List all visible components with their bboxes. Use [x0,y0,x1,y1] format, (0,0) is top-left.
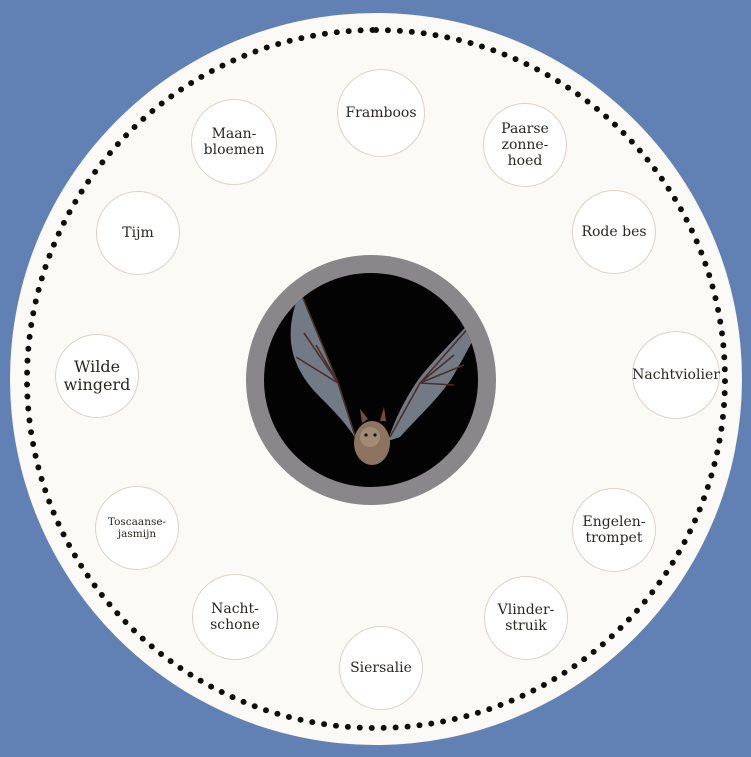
plant-circle-paarse-zonnehoed[interactable]: Paarse zonne- hoed [483,103,567,187]
plant-label: Rode bes [581,224,646,240]
plant-label: Nacht- schone [210,601,260,633]
plant-circle-maanbloemen[interactable]: Maan- bloemen [191,99,277,185]
bat-icon [264,273,478,487]
plant-label: Vlinder- struik [498,602,555,634]
plant-circle-vlinderstruik[interactable]: Vlinder- struik [484,576,568,660]
plant-label: Wilde wingerd [64,358,131,395]
plant-circle-siersalie[interactable]: Siersalie [339,626,423,710]
plant-circle-toscaanse-jasmijn[interactable]: Toscaanse- jasmijn [95,486,179,570]
plant-label: Paarse zonne- hoed [501,121,549,169]
plant-label: Engelen- trompet [583,514,646,546]
plant-label: Maan- bloemen [204,126,265,158]
plant-circle-nachtviolier[interactable]: Nachtviolier [632,331,720,419]
plant-circle-nachtschone[interactable]: Nacht- schone [192,574,278,660]
plant-label: Nachtviolier [632,367,720,383]
plant-circle-rode-bes[interactable]: Rode bes [572,190,656,274]
plant-circle-framboos[interactable]: Framboos [337,69,425,157]
plant-label: Framboos [345,105,416,121]
plant-circle-wilde-wingerd[interactable]: Wilde wingerd [55,334,139,418]
bat-image [264,273,478,487]
plant-circle-engelentrompet[interactable]: Engelen- trompet [572,488,656,572]
plant-circle-tijm[interactable]: Tijm [96,191,180,275]
plant-label: Toscaanse- jasmijn [108,516,166,540]
plant-label: Siersalie [350,660,412,676]
plant-label: Tijm [122,225,153,241]
